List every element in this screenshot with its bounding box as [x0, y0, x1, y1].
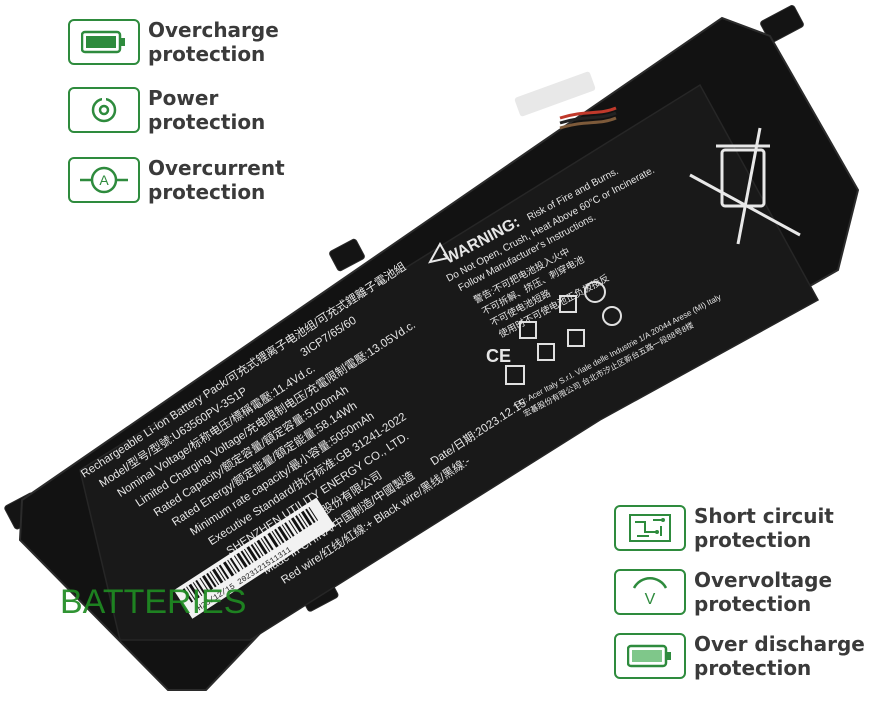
battery-low-icon: [614, 633, 686, 679]
feature-line1: Over discharge: [694, 632, 865, 656]
feature-line1: Short circuit: [694, 504, 834, 528]
circuit-board-icon: [614, 505, 686, 551]
feature-line1: Power: [148, 86, 219, 110]
feature-line2: protection: [694, 528, 812, 552]
ce-mark: CE: [486, 346, 511, 366]
weee-bin-icon: [689, 127, 801, 245]
voltage-icon: V: [614, 569, 686, 615]
feature-line1: Overcharge: [148, 18, 279, 42]
ammeter-icon: A: [68, 157, 140, 203]
svg-text:A: A: [99, 172, 109, 188]
connector-cable: [514, 71, 617, 130]
feature-line1: Overcurrent: [148, 156, 285, 180]
compliance-marks: [505, 281, 622, 385]
feature-line2: protection: [148, 110, 266, 134]
feature-line2: protection: [148, 42, 266, 66]
power-icon: [68, 87, 140, 133]
battery-full-icon: [68, 19, 140, 65]
watermark-text: BATTERIES: [60, 583, 247, 621]
svg-text:V: V: [645, 591, 656, 608]
feature-line2: protection: [694, 656, 812, 680]
feature-line1: Overvoltage: [694, 568, 833, 592]
warning-icon: [428, 241, 450, 264]
feature-line2: protection: [148, 180, 266, 204]
feature-line2: protection: [694, 592, 812, 616]
